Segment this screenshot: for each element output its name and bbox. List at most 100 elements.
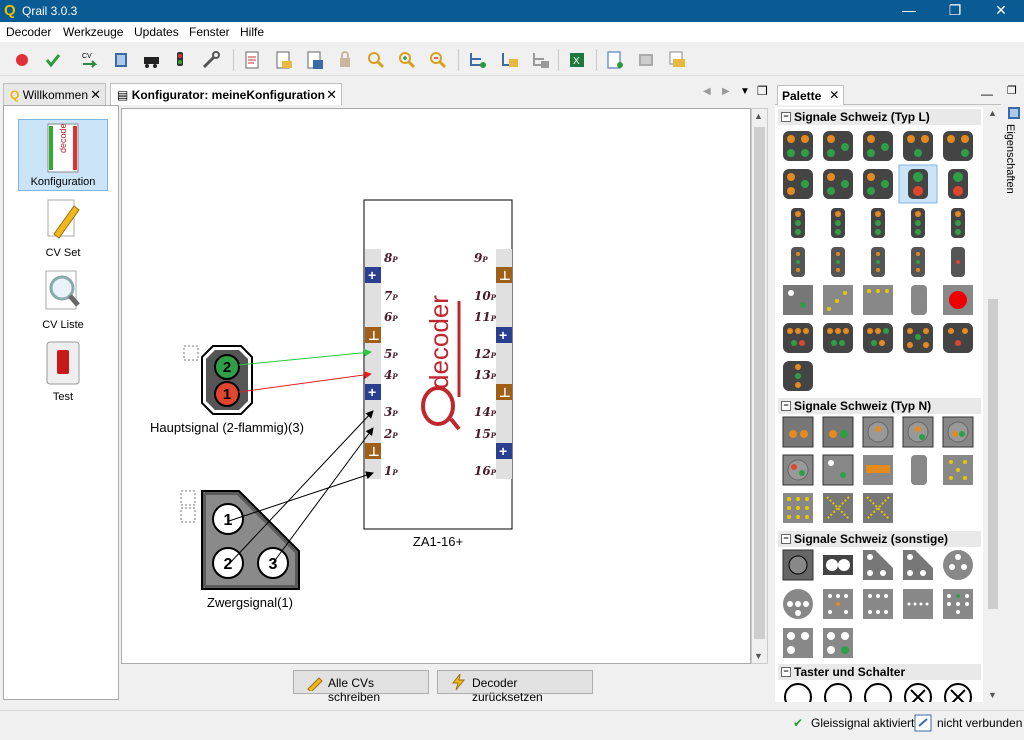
- wire-black[interactable]: [228, 471, 374, 522]
- menu-fenster[interactable]: Fenster: [189, 25, 230, 39]
- palette-tile-sonstige[interactable]: [782, 549, 973, 581]
- pin-label: 4P: [384, 368, 398, 382]
- wire-black[interactable]: [228, 410, 374, 565]
- close-icon[interactable]: ✕: [90, 87, 101, 102]
- pin-label: 2P: [383, 427, 398, 441]
- group-label: Signale Schweiz (sonstige): [794, 532, 949, 546]
- scroll-up-icon[interactable]: ▲: [754, 111, 763, 121]
- palette-tile-combo-l[interactable]: [783, 323, 973, 353]
- page-stack-icon[interactable]: [635, 49, 657, 71]
- scroll-thumb[interactable]: [988, 299, 998, 609]
- button-label: Alle CVs schreiben: [328, 676, 381, 704]
- properties-tab[interactable]: ❐ Eigenschaften: [1004, 84, 1024, 204]
- lightning-icon: [451, 673, 466, 691]
- palette-tile-signal-l[interactable]: [783, 131, 973, 161]
- pin-label: 1P: [384, 464, 398, 478]
- tool-icon[interactable]: [200, 49, 222, 71]
- pin-label: 11P: [474, 310, 497, 324]
- decoder-reset-button[interactable]: Decoder zurücksetzen: [437, 670, 593, 704]
- palette-group-sonstige[interactable]: −Signale Schweiz (sonstige): [778, 531, 981, 547]
- write-all-cvs-button[interactable]: Alle CVs schreiben: [293, 670, 429, 704]
- scroll-down-icon[interactable]: ▼: [988, 690, 997, 700]
- properties-label: Eigenschaften: [1004, 124, 1016, 194]
- menu-werkzeuge[interactable]: Werkzeuge: [63, 25, 124, 39]
- tab-konfigurator[interactable]: ▤ Konfigurator: meineKonfiguration ✕: [110, 83, 342, 105]
- pin-label: 10P: [474, 289, 497, 303]
- palette-tab[interactable]: Palette ✕: [777, 85, 845, 105]
- sidebar-item-konfiguration[interactable]: decoder Konfiguration: [18, 119, 108, 191]
- close-button[interactable]: ✕: [995, 2, 1007, 18]
- tree-folder-icon[interactable]: [498, 49, 520, 71]
- zoom-out-icon[interactable]: [427, 49, 449, 71]
- signal-handle[interactable]: [180, 507, 196, 523]
- palette-tile-misc-n[interactable]: [782, 454, 973, 486]
- open-config-icon[interactable]: [273, 49, 295, 71]
- lock-icon[interactable]: [334, 49, 356, 71]
- zoom-in-icon[interactable]: [396, 49, 418, 71]
- pin-suffix: P: [391, 409, 398, 418]
- cv-write-icon[interactable]: CV: [80, 49, 102, 71]
- tab-menu-icon[interactable]: ▼: [740, 86, 750, 97]
- palette-tile-taster[interactable]: [784, 683, 972, 702]
- check-icon[interactable]: [42, 49, 64, 71]
- palette-tile-signal-l-narrow[interactable]: [791, 247, 965, 277]
- close-icon[interactable]: ✕: [829, 88, 840, 102]
- tree-remove-icon[interactable]: [529, 49, 551, 71]
- canvas-scrollbar[interactable]: ▲ ▼: [751, 108, 768, 664]
- menu-hilfe[interactable]: Hilfe: [240, 25, 265, 39]
- palette-group-taster[interactable]: −Taster und Schalter: [778, 664, 981, 680]
- maximize-button[interactable]: ❐: [948, 2, 962, 18]
- decoder-box[interactable]: [363, 199, 513, 530]
- tab-prev-icon[interactable]: ◀: [703, 86, 711, 97]
- sidebar-item-cv-liste[interactable]: CV Liste: [18, 268, 108, 336]
- signal-handle[interactable]: [183, 345, 199, 361]
- minimize-button[interactable]: —: [902, 2, 916, 18]
- excel-export-icon[interactable]: X: [566, 49, 588, 71]
- new-config-icon[interactable]: [242, 49, 264, 71]
- palette-scrollbar[interactable]: ▲ ▼: [986, 107, 1000, 702]
- zoom-icon[interactable]: [365, 49, 387, 71]
- minimize-icon[interactable]: —: [981, 87, 993, 101]
- palette-tile-signal-n[interactable]: [782, 416, 974, 448]
- tab-next-icon[interactable]: ▶: [722, 86, 730, 97]
- wire-black[interactable]: [272, 427, 374, 564]
- pin-label: 15P: [474, 427, 497, 441]
- scroll-up-icon[interactable]: ▲: [988, 108, 997, 118]
- tab-restore-icon[interactable]: ❐: [757, 84, 768, 98]
- sidebar-item-test[interactable]: Test: [18, 340, 108, 408]
- scroll-thumb[interactable]: [754, 127, 765, 639]
- wire-green[interactable]: [238, 348, 372, 366]
- menu-decoder[interactable]: Decoder: [6, 25, 52, 39]
- palette-tile-signal-l[interactable]: [783, 164, 968, 204]
- palette-tile-grid-n[interactable]: [783, 493, 893, 523]
- palette-tile-triple-l[interactable]: [783, 361, 813, 391]
- signal-main[interactable]: 2 1: [201, 345, 253, 415]
- wire-red[interactable]: [238, 370, 372, 393]
- tab-willkommen[interactable]: Q Willkommen ✕: [3, 83, 106, 105]
- palette-panel: Palette ✕ — −Signale Schweiz (Typ L) −Si…: [775, 85, 1001, 702]
- palette-tile-sonstige-2[interactable]: [783, 589, 973, 619]
- page-add-icon[interactable]: [604, 49, 626, 71]
- page-folder-icon[interactable]: [666, 49, 688, 71]
- palette-tile-sonstige-3[interactable]: [783, 628, 853, 658]
- palette-group-typ-n[interactable]: −Signale Schweiz (Typ N): [778, 398, 981, 414]
- book-icon[interactable]: [110, 49, 132, 71]
- menu-updates[interactable]: Updates: [134, 25, 179, 39]
- restore-icon[interactable]: ❐: [1007, 85, 1017, 97]
- scroll-down-icon[interactable]: ▼: [754, 651, 763, 661]
- palette-tile-signal-l-mast[interactable]: [791, 208, 965, 238]
- record-icon[interactable]: [11, 49, 33, 71]
- tree-add-icon[interactable]: [466, 49, 488, 71]
- pin-suffix: P: [481, 255, 488, 264]
- locomotive-icon[interactable]: [141, 49, 163, 71]
- signal-handle[interactable]: [180, 490, 196, 506]
- palette-group-typ-l[interactable]: −Signale Schweiz (Typ L): [778, 109, 981, 125]
- palette-tile-misc-l[interactable]: [783, 285, 973, 315]
- sidebar-item-cv-set[interactable]: CV Set: [18, 196, 108, 264]
- sidebar-item-label: Konfiguration: [30, 176, 96, 188]
- close-icon[interactable]: ✕: [326, 87, 337, 102]
- signal-add-icon[interactable]: [170, 49, 192, 71]
- save-config-icon[interactable]: [304, 49, 326, 71]
- pin-suffix: P: [391, 372, 398, 381]
- diagram-canvas[interactable]: + ⊥ + ⊥ ⊥ + ⊥ + 8P 7P 6P 5P 4P 3P 2P 1P …: [121, 108, 751, 664]
